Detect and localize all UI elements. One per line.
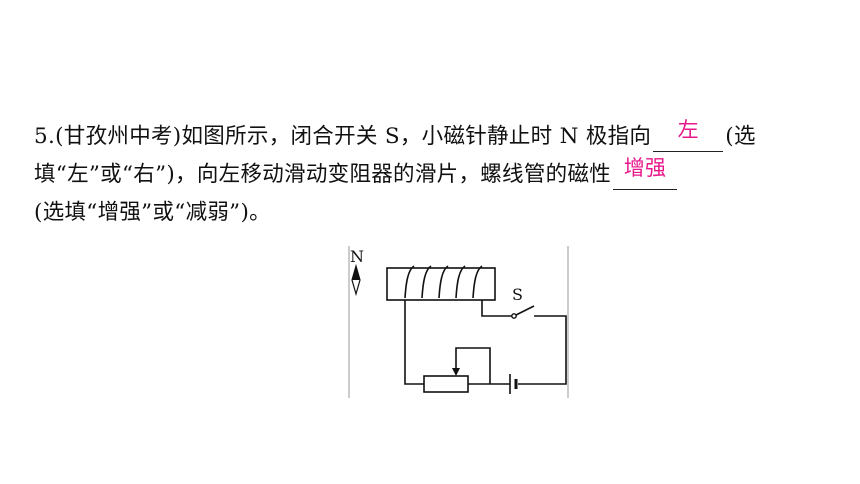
question-line-2-prefix: 填“左”或“右”)，向左移动滑动变阻器的滑片，螺线管的磁性 [34, 162, 612, 187]
question-text: 5.(甘孜州中考)如图所示，闭合开关 S，小磁针静止时 N 极指向 左 (选 填“左… [34, 118, 834, 232]
rheostat [423, 375, 469, 393]
question-line-1-prefix: 5.(甘孜州中考)如图所示，闭合开关 S，小磁针静止时 N 极指向 [34, 124, 652, 149]
solenoid-coil [404, 265, 483, 299]
answer-1: 左 [677, 118, 699, 142]
answer-blank-2: 增强 [613, 156, 678, 190]
answer-2: 增强 [623, 156, 667, 180]
slider-arrow-icon [452, 368, 460, 376]
question-line-1-suffix: (选 [725, 124, 756, 149]
switch-s-label: S [512, 285, 523, 304]
compass-needle-icon [351, 263, 361, 297]
question-line-3-text: (选填“增强”或“减弱”)。 [34, 200, 271, 225]
wire-right [518, 315, 567, 385]
wire-to-switch [481, 300, 512, 317]
question-line-1: 5.(甘孜州中考)如图所示，闭合开关 S，小磁针静止时 N 极指向 左 (选 [34, 118, 834, 156]
circuit-diagram: N S [348, 246, 569, 398]
wire-left [404, 300, 424, 385]
circuit-figure: N S [348, 244, 570, 400]
answer-blank-1: 左 [653, 118, 724, 152]
question-line-3: (选填“增强”或“减弱”)。 [34, 194, 834, 232]
rheostat-slider-wire [455, 347, 491, 384]
needle-n-label: N [350, 247, 364, 266]
switch-icon [511, 305, 535, 319]
question-line-2: 填“左”或“右”)，向左移动滑动变阻器的滑片，螺线管的磁性增强 [34, 156, 834, 194]
battery-icon [509, 374, 518, 394]
